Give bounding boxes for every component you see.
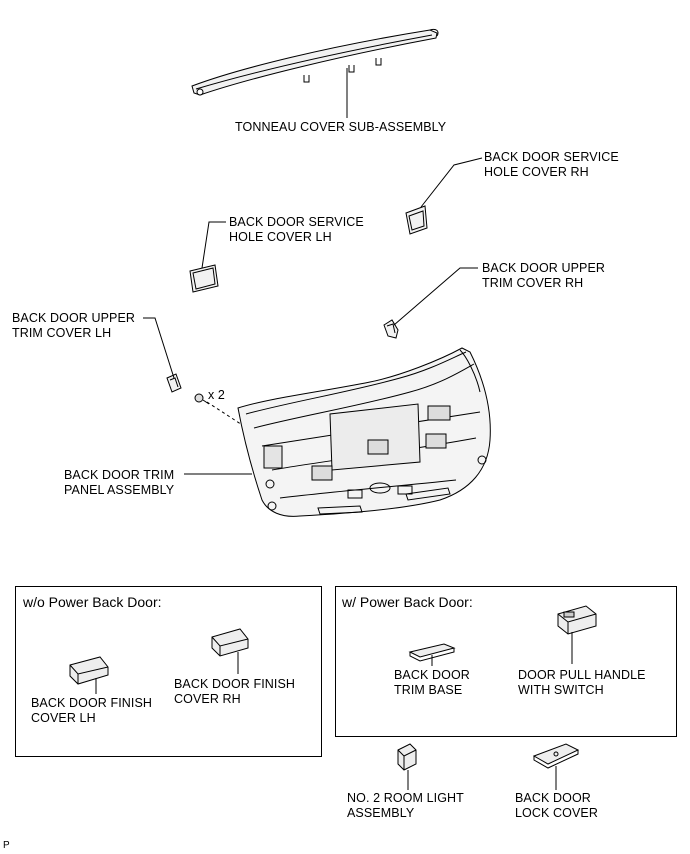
service-hole-cover-rh-drawing — [405, 157, 483, 235]
lock-cover-drawing — [532, 743, 580, 790]
tonneau-cover-drawing — [191, 28, 439, 118]
label-finish-cover-lh: BACK DOOR FINISH COVER LH — [31, 696, 153, 725]
label-trim-panel: BACK DOOR TRIM PANEL ASSEMBLY — [64, 468, 175, 497]
label-upper-trim-cover-rh: BACK DOOR UPPER TRIM COVER RH — [482, 261, 606, 290]
label-service-hole-cover-rh: BACK DOOR SERVICE HOLE COVER RH — [484, 150, 619, 179]
label-upper-trim-cover-lh: BACK DOOR UPPER TRIM COVER LH — [12, 311, 136, 340]
door-pull-handle-drawing — [557, 605, 597, 664]
service-hole-cover-lh-drawing — [189, 221, 226, 293]
upper-trim-cover-rh-drawing — [383, 267, 478, 339]
trim-panel-drawing — [184, 347, 491, 517]
box-without-power-back-door: w/o Power Back Door: — [15, 586, 322, 757]
finish-cover-rh-drawing — [211, 628, 249, 674]
label-clip-quantity: x 2 — [208, 388, 225, 402]
label-door-pull-handle: DOOR PULL HANDLE WITH SWITCH — [518, 668, 646, 697]
corner-code: P — [3, 840, 10, 851]
label-finish-cover-rh: BACK DOOR FINISH COVER RH — [174, 677, 296, 706]
trim-base-drawing — [408, 643, 456, 666]
finish-cover-lh-drawing — [69, 656, 109, 694]
label-tonneau-cover: TONNEAU COVER SUB-ASSEMBLY — [235, 120, 447, 134]
box-with-power-back-door: w/ Power Back Door: — [335, 586, 677, 737]
label-trim-base: BACK DOOR TRIM BASE — [394, 668, 470, 697]
upper-trim-cover-lh-drawing — [143, 317, 182, 393]
label-lock-cover: BACK DOOR LOCK COVER — [515, 791, 598, 820]
label-service-hole-cover-lh: BACK DOOR SERVICE HOLE COVER LH — [229, 215, 364, 244]
box-title-without-power: w/o Power Back Door: — [23, 594, 162, 610]
room-light-drawing — [397, 743, 417, 790]
box-title-with-power: w/ Power Back Door: — [342, 594, 473, 610]
label-room-light: NO. 2 ROOM LIGHT ASSEMBLY — [347, 791, 464, 820]
